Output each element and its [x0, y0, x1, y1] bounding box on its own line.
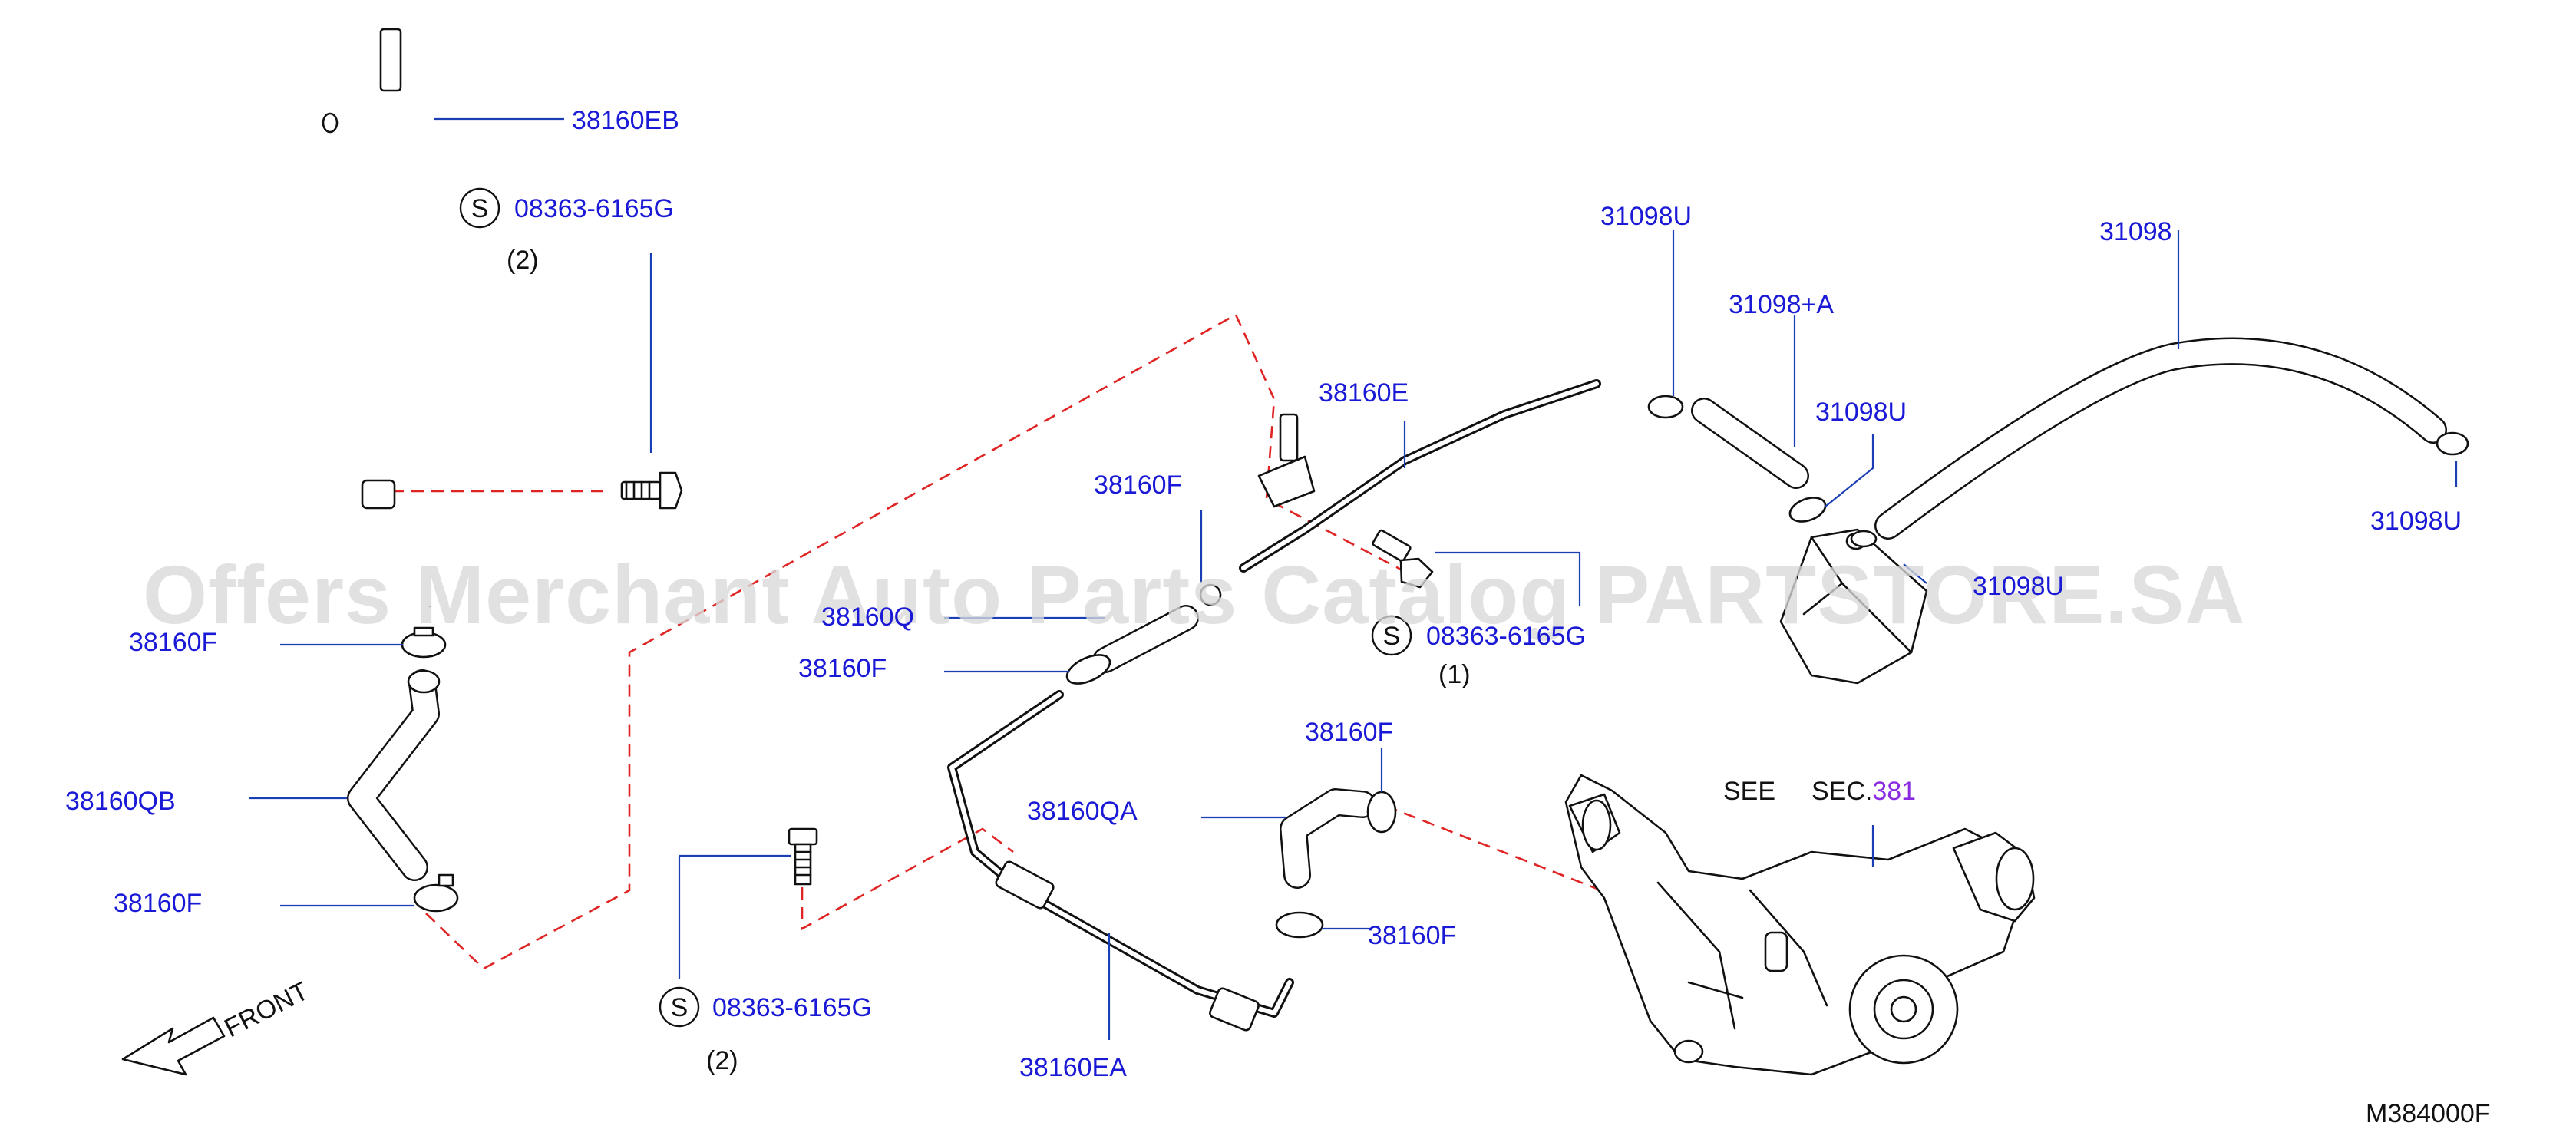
hose-38160QA[interactable]	[1280, 788, 1376, 889]
qty-08363-mid: (1)	[1438, 660, 1471, 689]
bolt-bottom[interactable]	[788, 827, 818, 886]
svg-text:S: S	[671, 993, 689, 1022]
label-08363-bottom[interactable]: 08363-6165G	[712, 993, 872, 1022]
label-38160EA[interactable]: 38160EA	[1019, 1053, 1127, 1082]
tube-38160E[interactable]	[1239, 379, 1601, 573]
clamp-lower1[interactable]	[1366, 791, 1397, 834]
see-section-reference[interactable]: SEE SEC.381	[1723, 777, 1916, 806]
clamp-lower2[interactable]	[1275, 911, 1324, 939]
rear-differential	[1564, 774, 2036, 1076]
diagram-id: M384000F	[2366, 1099, 2491, 1128]
svg-text:S: S	[471, 194, 489, 223]
sec-prefix: SEC.	[1811, 777, 1872, 806]
label-38160F-mid2[interactable]: 38160F	[798, 654, 887, 683]
label-38160F-left1[interactable]: 38160F	[129, 628, 217, 657]
front-arrow-icon	[121, 1016, 226, 1076]
label-38160QA[interactable]: 38160QA	[1027, 797, 1138, 826]
clamp-left1[interactable]	[401, 626, 447, 659]
phantom-lines	[391, 313, 1759, 970]
watermark: Offers Merchant Auto Parts Catalog PARTS…	[143, 548, 2245, 641]
qty-08363-bottom: (2)	[706, 1046, 738, 1075]
label-08363-mid[interactable]: 08363-6165G	[1426, 622, 1586, 651]
bolt-center[interactable]	[1372, 529, 1434, 589]
sec-number: 381	[1872, 777, 1916, 806]
clamp-31098U-a[interactable]	[1647, 395, 1684, 419]
clamp-left2[interactable]	[413, 873, 459, 913]
screw-symbol-mid: S	[1371, 615, 1412, 656]
part-labels: 38160EB 08363-6165G (2) 38160F 38160QB 3…	[65, 106, 2462, 1082]
see-text: SEE	[1723, 777, 1775, 806]
label-31098U-d[interactable]: 31098U	[1973, 572, 2064, 601]
label-38160E[interactable]: 38160E	[1319, 378, 1409, 408]
leader-lines	[249, 117, 2458, 1040]
label-38160Q[interactable]: 38160Q	[821, 603, 914, 632]
label-38160EB[interactable]: 38160EB	[572, 106, 679, 135]
clamp-mid2[interactable]	[1062, 649, 1114, 690]
clamp-31098U-d[interactable]	[1850, 530, 1878, 548]
hose-38160Q[interactable]	[1092, 605, 1199, 673]
hose-38160QB[interactable]	[347, 669, 441, 881]
label-38160F-lower1[interactable]: 38160F	[1305, 718, 1393, 747]
tube-38160EA[interactable]	[947, 690, 1294, 1032]
clamp-31098U-b[interactable]	[1787, 494, 1829, 527]
front-label: FRONT	[220, 976, 313, 1043]
label-31098U-c[interactable]: 31098U	[2370, 507, 2462, 536]
screw-symbol-top: S	[459, 187, 500, 229]
label-31098U-b[interactable]: 31098U	[1815, 398, 1907, 427]
label-31098U-a[interactable]: 31098U	[1600, 202, 1692, 231]
clamp-mid1[interactable]	[1199, 583, 1222, 606]
svg-text:S: S	[1383, 622, 1401, 651]
label-31098A[interactable]: 31098+A	[1729, 290, 1834, 319]
qty-08363-top: (2)	[507, 246, 539, 275]
hose-31098[interactable]	[1874, 337, 2447, 540]
label-38160F-left2[interactable]: 38160F	[114, 889, 202, 918]
label-08363-top[interactable]: 08363-6165G	[514, 194, 674, 223]
sec-link[interactable]: SEC.381	[1811, 777, 1916, 806]
transmission-housing	[1779, 528, 1928, 685]
label-31098[interactable]: 31098	[2099, 217, 2172, 246]
screw-symbol-bottom: S	[659, 986, 700, 1028]
bolt-top[interactable]	[620, 471, 683, 510]
clamp-31098U-c[interactable]	[2436, 431, 2469, 456]
label-38160QB[interactable]: 38160QB	[65, 787, 176, 816]
tube-38160EB[interactable]	[322, 28, 434, 608]
label-38160F-mid1[interactable]: 38160F	[1094, 470, 1182, 500]
label-38160F-lower2[interactable]: 38160F	[1368, 921, 1456, 950]
hose-31098A[interactable]	[1691, 398, 1809, 489]
